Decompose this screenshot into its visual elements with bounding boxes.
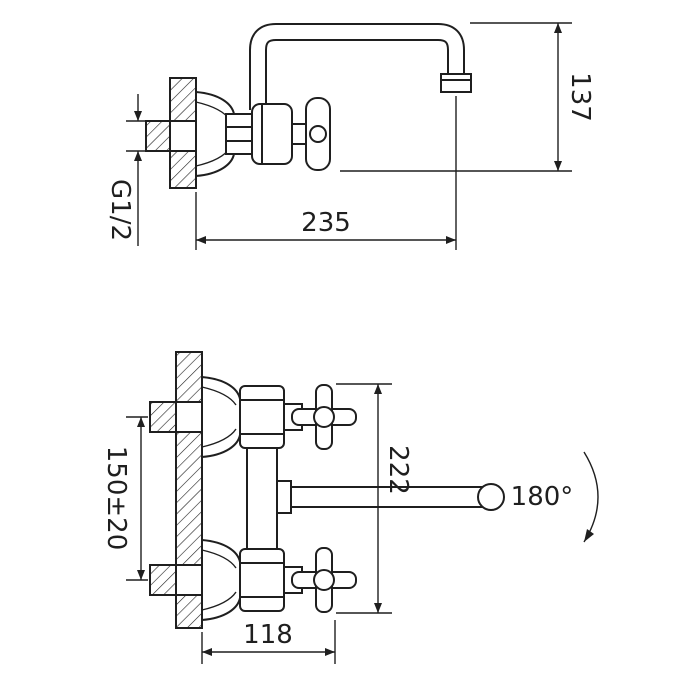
dim-wall-to-handle: 118 bbox=[201, 620, 336, 664]
hex-nut bbox=[225, 113, 253, 155]
dim-spout-reach: 235 bbox=[195, 96, 457, 250]
escutcheon bbox=[195, 90, 235, 178]
handle-hub-top bbox=[313, 406, 335, 428]
dim-wall-to-handle-label: 118 bbox=[243, 620, 293, 650]
cross-handle-side bbox=[291, 97, 331, 171]
dim-spout-height: 137 bbox=[340, 22, 595, 172]
aerator bbox=[440, 73, 472, 93]
spout-end-cap bbox=[477, 483, 505, 511]
body-column bbox=[246, 445, 278, 553]
dim-inlet-centers-label: 150±20 bbox=[101, 446, 131, 551]
valve-body bbox=[251, 103, 293, 165]
front-view: 222 150±20 118 180° bbox=[101, 351, 599, 664]
dim-inlet-thread: G1/2 bbox=[105, 94, 148, 246]
supply-pipe bbox=[145, 120, 197, 152]
valve-housing-top bbox=[239, 385, 285, 449]
escutcheon-bottom bbox=[201, 538, 241, 622]
handle-hub bbox=[309, 125, 327, 143]
swivel-spout bbox=[276, 480, 505, 514]
cross-handle-top bbox=[283, 384, 357, 450]
side-view: 137 235 G1/2 bbox=[105, 22, 595, 250]
swivel-angle-label: 180° bbox=[511, 482, 574, 512]
swivel-arc bbox=[583, 451, 599, 543]
cross-handle-bottom bbox=[283, 547, 357, 613]
handle-hub-bottom bbox=[313, 569, 335, 591]
dim-body-height-label: 222 bbox=[383, 445, 413, 495]
dim-spout-height-label: 137 bbox=[565, 72, 595, 122]
dim-spout-reach-label: 235 bbox=[301, 208, 351, 238]
dim-inlet-thread-label: G1/2 bbox=[105, 179, 135, 241]
valve-housing-bottom bbox=[239, 548, 285, 612]
dim-inlet-centers: 150±20 bbox=[101, 416, 148, 581]
swivel-annotation: 180° bbox=[511, 451, 599, 543]
escutcheon-top bbox=[201, 375, 241, 459]
supply-pipe-bottom bbox=[149, 564, 203, 596]
supply-pipe-top bbox=[149, 401, 203, 433]
swivel-arrowhead-icon bbox=[584, 529, 594, 542]
dim-body-height: 222 bbox=[336, 383, 413, 614]
spout-tube bbox=[249, 23, 465, 112]
